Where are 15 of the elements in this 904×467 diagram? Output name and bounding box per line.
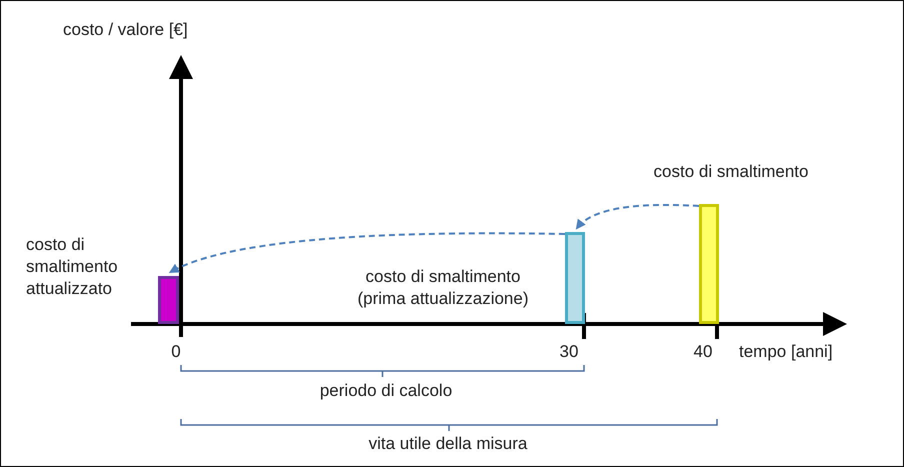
- cost-bar: [565, 232, 585, 324]
- tick-label: 40: [692, 341, 714, 363]
- bar-caption: costo di smaltimento: [652, 161, 810, 183]
- dashed-arrow: [576, 204, 700, 230]
- dashed-arrow: [168, 232, 566, 274]
- tick-label: 30: [558, 341, 580, 363]
- cost-bar: [158, 276, 179, 324]
- axis-title: tempo [anni]: [739, 341, 834, 363]
- bar-caption: costo di smaltimento attualizzato: [26, 234, 119, 300]
- bracket-label: periodo di calcolo: [318, 380, 454, 402]
- cost-bar: [699, 204, 719, 324]
- axis-title: costo / valore [€]: [63, 19, 189, 41]
- tick-label: 0: [170, 341, 182, 363]
- bracket-label: vita utile della misura: [368, 433, 528, 455]
- bar-caption: costo di smaltimento (prima attualizzazione): [356, 266, 530, 310]
